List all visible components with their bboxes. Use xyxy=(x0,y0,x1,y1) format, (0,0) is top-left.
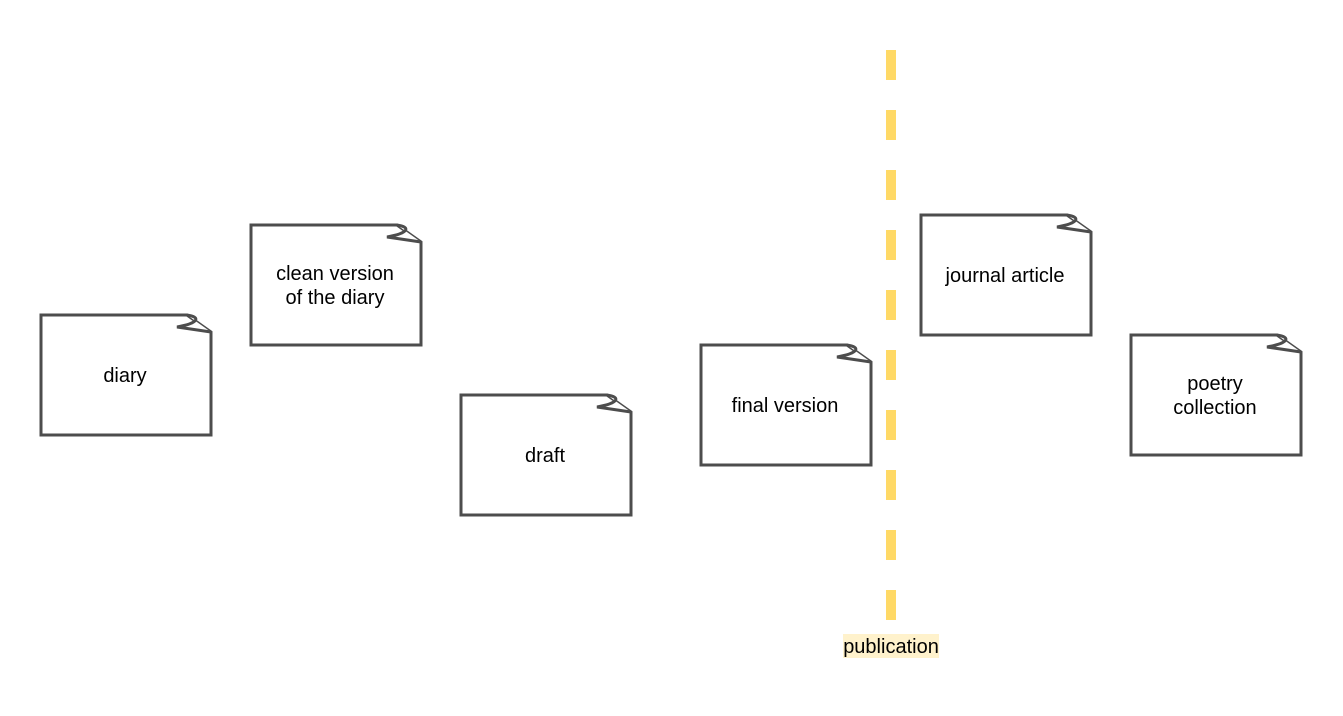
document-label-line: diary xyxy=(103,365,146,387)
document-corner-fold xyxy=(836,343,872,364)
document-shape xyxy=(39,313,213,437)
document-label-line: final version xyxy=(732,395,839,417)
publication-marker: publication xyxy=(843,50,939,658)
document-corner-fold xyxy=(176,313,212,334)
document-corner-fold xyxy=(386,223,422,244)
document-corner-fold xyxy=(596,393,632,414)
document-shape xyxy=(919,213,1093,337)
document-label-line: clean version xyxy=(276,263,394,285)
document-journal-article: journal article xyxy=(919,213,1093,337)
document-label-line: poetry xyxy=(1187,373,1243,395)
publication-label: publication xyxy=(843,636,939,658)
document-shape xyxy=(1129,333,1303,457)
document-corner-fold xyxy=(1056,213,1092,234)
document-label-line: journal article xyxy=(945,265,1065,287)
publication-label-background xyxy=(843,634,939,658)
document-label-line: of the diary xyxy=(286,287,385,309)
document-draft: draft xyxy=(459,393,633,517)
document-shape xyxy=(459,393,633,517)
document-label-line: draft xyxy=(525,445,565,467)
document-shape xyxy=(249,223,423,347)
document-corner-fold xyxy=(1266,333,1302,354)
document-shape xyxy=(699,343,873,467)
document-label-line: collection xyxy=(1173,397,1256,419)
document-diary: diary xyxy=(39,313,213,437)
document-final-version: final version xyxy=(699,343,873,467)
